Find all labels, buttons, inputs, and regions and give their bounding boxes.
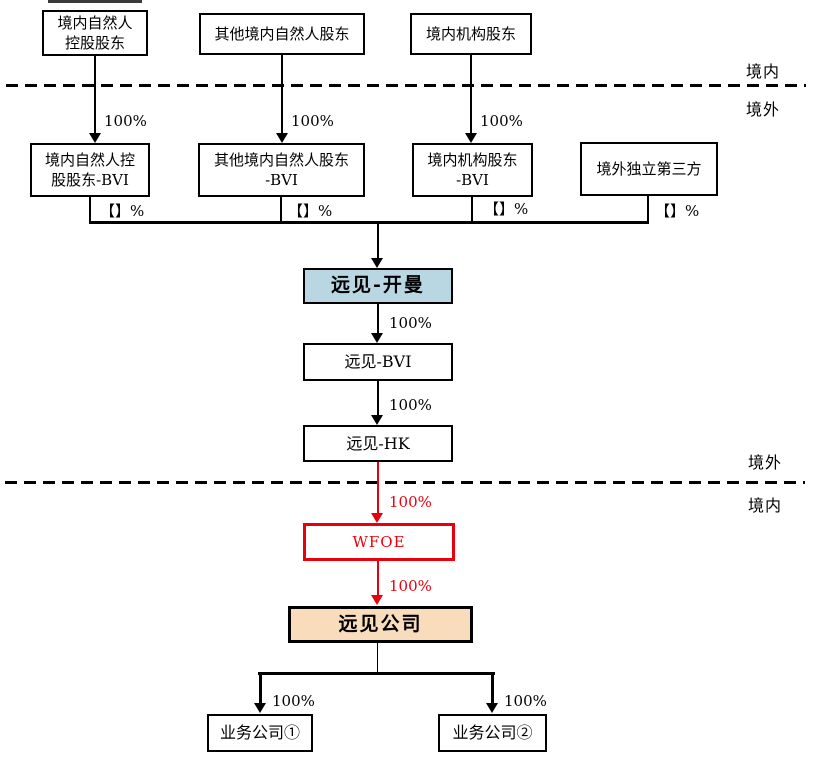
bvi-hk-percent-label: 100% [389, 396, 432, 414]
node-other-domestic-natural-shareholder: 其他境内自然人股东 [199, 13, 365, 55]
undisclosed-percent-label-1: 【】% [100, 202, 145, 220]
merge-bus-line [89, 221, 649, 224]
arrowhead-sh1-icon [89, 133, 101, 143]
wfoe-company-percent-label: 100% [389, 577, 432, 595]
arrowhead-cayman-icon [371, 258, 383, 268]
arrowhead-biz2-icon [486, 703, 498, 713]
boundary-top-below-label: 境外 [746, 100, 781, 119]
boundary-line-bottom [5, 481, 805, 484]
undisclosed-percent-label-2: 【】% [288, 202, 333, 220]
connector-bvi3-drop-line [471, 196, 473, 222]
boundary-line-top [6, 84, 806, 87]
arrowhead-biz1-icon [254, 703, 266, 713]
node-yuanjian-hk: 远见-HK [303, 425, 453, 462]
connector-cayman-bvi-line [377, 304, 379, 333]
connector-biz1-line [259, 672, 262, 703]
biz2-percent-label: 100% [504, 692, 547, 710]
arrowhead-sh2-icon [276, 133, 288, 143]
node-yuanjian-cayman: 远见-开曼 [303, 268, 453, 304]
sh1-percent-label: 100% [104, 112, 147, 130]
node-other-domestic-natural-bvi: 其他境内自然人股东 -BVI [198, 143, 365, 197]
connector-sh3-line [470, 55, 472, 133]
node-domestic-institutional-shareholder: 境内机构股东 [410, 13, 532, 55]
sh3-percent-label: 100% [480, 112, 523, 130]
arrowhead-yuanjian-hk-icon [371, 415, 383, 425]
arrowhead-sh3-icon [465, 133, 477, 143]
cayman-bvi-percent-label: 100% [389, 314, 432, 332]
hk-wfoe-percent-label: 100% [389, 493, 432, 511]
node-business-company-2: 业务公司② [438, 714, 547, 752]
branch-bus-line [258, 672, 495, 675]
connector-bvi-hk-line [377, 381, 379, 415]
undisclosed-percent-label-4: 【】% [655, 202, 700, 220]
connector-bvi1-drop-line [89, 196, 91, 222]
arrowhead-wfoe-icon [371, 513, 383, 523]
node-domestic-institutional-bvi: 境内机构股东 -BVI [412, 143, 533, 197]
scan-artifact-line [48, 0, 142, 3]
connector-thirdparty-drop-line [647, 196, 649, 222]
biz1-percent-label: 100% [272, 692, 315, 710]
node-business-company-1: 业务公司① [207, 714, 313, 752]
boundary-bottom-below-label: 境内 [748, 496, 783, 515]
connector-merge-to-cayman-line [377, 223, 379, 258]
connector-hk-wfoe-line [377, 462, 379, 513]
node-domestic-natural-controlling-bvi: 境内自然人控 股股东-BVI [30, 143, 150, 197]
node-yuanjian-company: 远见公司 [288, 606, 473, 643]
node-wfoe: WFOE [303, 523, 455, 561]
sh2-percent-label: 100% [291, 112, 334, 130]
connector-biz2-line [491, 672, 494, 703]
arrowhead-yuanjian-bvi-icon [371, 333, 383, 343]
undisclosed-percent-label-3: 【】% [484, 200, 529, 218]
connector-sh1-line [94, 56, 96, 133]
connector-company-stem-line [377, 643, 378, 673]
node-offshore-independent-third-party: 境外独立第三方 [580, 142, 718, 196]
boundary-bottom-above-label: 境外 [748, 453, 783, 472]
arrowhead-company-icon [371, 595, 383, 605]
boundary-top-above-label: 境内 [746, 62, 781, 81]
connector-wfoe-company-line [377, 561, 379, 595]
connector-bvi2-drop-line [280, 196, 282, 222]
connector-sh2-line [281, 55, 283, 133]
node-yuanjian-bvi: 远见-BVI [303, 343, 453, 381]
node-domestic-natural-controlling-shareholder: 境内自然人 控股股东 [42, 10, 148, 56]
